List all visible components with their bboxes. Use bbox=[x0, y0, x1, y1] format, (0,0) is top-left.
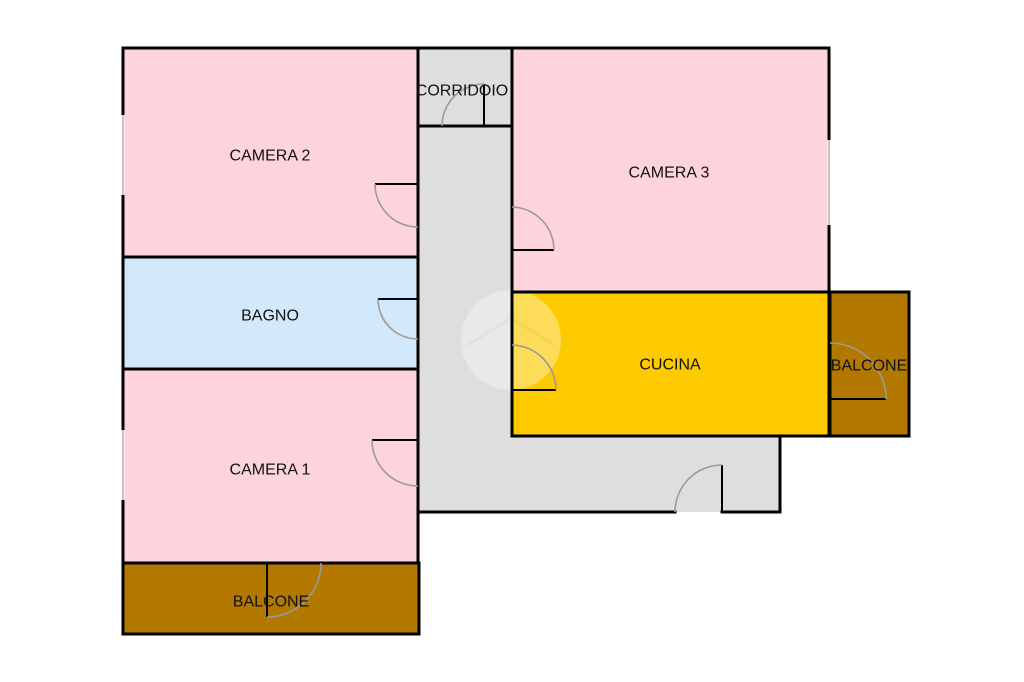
windows bbox=[121, 115, 831, 500]
label-cucina: CUCINA bbox=[639, 357, 701, 374]
label-camera1: CAMERA 1 bbox=[230, 462, 311, 479]
label-corridoio: CORRIDOIO bbox=[416, 83, 508, 100]
label-balcone-south: BALCONE bbox=[233, 594, 309, 611]
camera1-fill bbox=[123, 369, 418, 563]
label-camera3: CAMERA 3 bbox=[629, 165, 710, 182]
balcone-south-fill bbox=[123, 563, 419, 634]
label-camera2: CAMERA 2 bbox=[230, 148, 311, 165]
corridor-fill bbox=[418, 126, 780, 512]
camera2-fill bbox=[123, 48, 418, 257]
label-bagno: BAGNO bbox=[241, 308, 299, 325]
balcone-east-fill bbox=[830, 292, 909, 436]
bagno-fill bbox=[123, 257, 418, 369]
doors bbox=[266, 83, 887, 618]
camera3-fill bbox=[512, 48, 829, 292]
cucina-fill bbox=[512, 292, 829, 436]
corridoio-fill bbox=[418, 48, 512, 126]
label-balcone-east: BALCONE bbox=[831, 358, 907, 375]
